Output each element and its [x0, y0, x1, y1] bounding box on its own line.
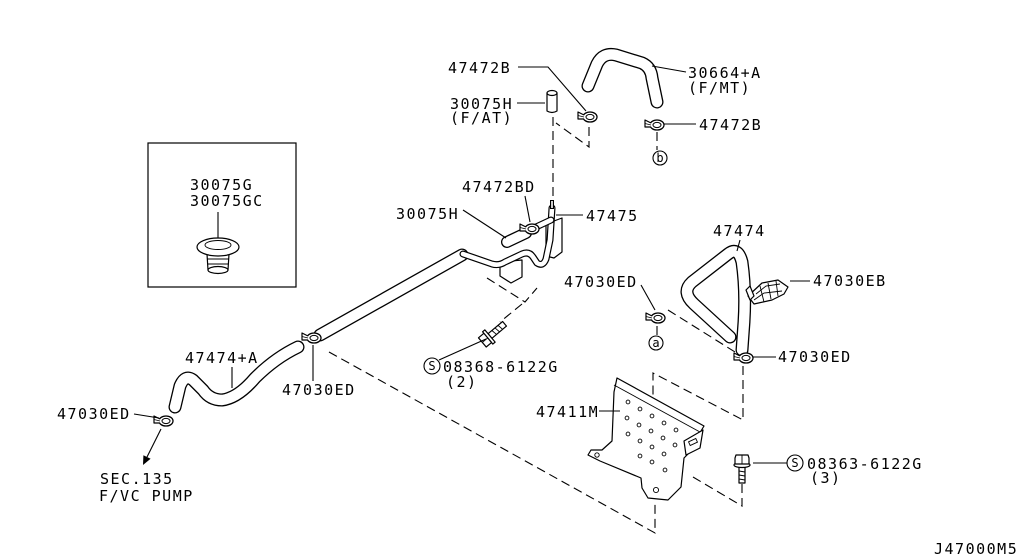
- section-arrow: [143, 428, 162, 465]
- label-clamp-top-right: 47472B: [699, 116, 762, 134]
- label-clamp-left-upper: 47030ED: [282, 381, 356, 399]
- hose-long-to-pipe: [313, 248, 469, 342]
- label-section-name: F/VC PUMP: [99, 487, 194, 505]
- label-clip-right: 47030EB: [813, 272, 887, 290]
- callout-b-letter: b: [656, 151, 663, 165]
- leader-lines: [133, 65, 810, 464]
- bracket-47411m: [587, 377, 705, 501]
- label-bolt-mid: 08368-6122G: [443, 358, 559, 376]
- dash-bolt-mid: [499, 303, 523, 323]
- label-inset-cap-1: 30075G: [190, 176, 253, 194]
- screw-symbol-mid: S: [423, 357, 441, 375]
- label-clamp-right-upper: 47030ED: [564, 273, 638, 291]
- clip-47030eb: [745, 279, 789, 305]
- label-section-ref: SEC.135: [100, 470, 174, 488]
- pipe-47475: [459, 200, 563, 284]
- bolt-08363: [733, 454, 751, 484]
- label-pipe: 47475: [586, 207, 639, 225]
- part-labels: 47472B 30664+A (F/MT) 30075H (F/AT) 4747…: [57, 59, 1018, 558]
- dash-bolt-right: [692, 476, 743, 507]
- label-bolt-mid-qty: (2): [446, 373, 478, 391]
- bolt-08368: [477, 320, 508, 348]
- hose-30664a: [581, 47, 664, 109]
- dash-hose-to-bracket: [652, 366, 744, 421]
- dash-long-diagonal: [328, 351, 656, 534]
- inset-box: [147, 142, 297, 288]
- dash-top-clamp: [555, 122, 590, 149]
- screw-symbol-mid-letter: S: [428, 359, 435, 373]
- cap-30075h-fat: [546, 89, 558, 114]
- label-diagram-id: J47000M5: [934, 540, 1018, 558]
- callout-a: a: [648, 335, 664, 351]
- label-hose-top: 30664+A: [688, 64, 762, 82]
- label-hose-top-variant: (F/MT): [688, 79, 751, 97]
- assembly-lines: [328, 117, 744, 534]
- callout-b: b: [652, 150, 668, 166]
- label-bracket: 47411M: [536, 403, 599, 421]
- clamp-47030ed-right-upper: [645, 312, 666, 324]
- hose-47474a: [168, 340, 305, 414]
- hose-47474: [680, 244, 752, 357]
- screw-symbol-right-letter: S: [791, 456, 798, 470]
- inset-cap-icon: [196, 237, 240, 275]
- label-cap-top-variant: (F/AT): [450, 109, 513, 127]
- dash-pipe-bracket: [486, 277, 538, 303]
- label-hose-right: 47474: [713, 222, 766, 240]
- label-bolt-right: 08363-6122G: [807, 455, 923, 473]
- label-cap-top: 30075H: [450, 95, 513, 113]
- hose-30075h-mid: [501, 227, 532, 248]
- label-clamp-top-left: 47472B: [448, 59, 511, 77]
- label-hose-mid: 30075H: [396, 205, 459, 223]
- callout-a-letter: a: [652, 336, 659, 350]
- label-hose-left: 47474+A: [185, 349, 259, 367]
- label-bolt-right-qty: (3): [810, 469, 842, 487]
- label-inset-cap-2: 30075GC: [190, 192, 264, 210]
- screw-symbol-right: S: [786, 454, 804, 472]
- clamp-47472b-top-right: [644, 119, 665, 131]
- clamp-47030ed-right-lower: [733, 352, 754, 364]
- label-clamp-left-lower: 47030ED: [57, 405, 131, 423]
- clamp-47472b-top-left: [577, 111, 598, 123]
- label-clamp-mid: 47472BD: [462, 178, 536, 196]
- clamp-47030ed-left-upper: [301, 332, 322, 344]
- label-clamp-right-lower: 47030ED: [778, 348, 852, 366]
